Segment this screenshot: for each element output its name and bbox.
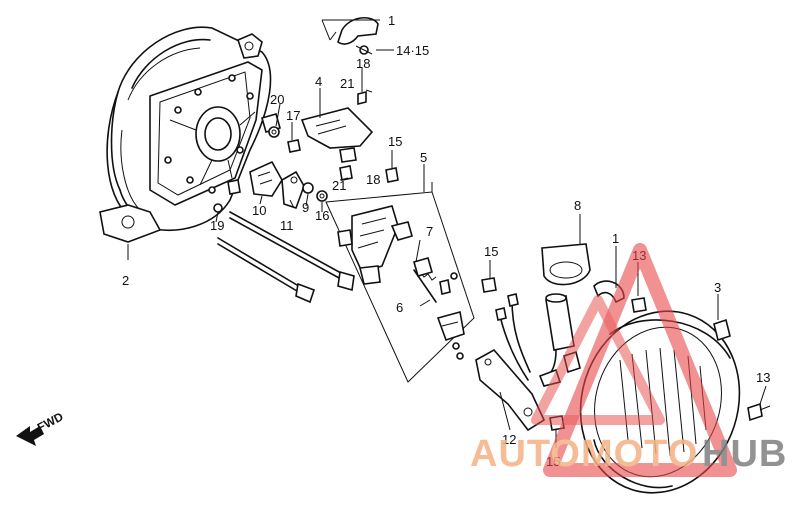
callout-2: 2 — [122, 273, 129, 288]
fwd-arrow-icon: FWD — [16, 409, 66, 446]
screw-15-right — [481, 277, 497, 293]
callout-1-top: 1 — [388, 13, 395, 28]
generator-housing — [99, 26, 281, 243]
watermark-text-a: AUTOMOTO — [470, 433, 698, 475]
screw-13-lower — [747, 402, 771, 422]
callout-14-15: 14·15 — [396, 43, 429, 58]
leader-lines — [127, 19, 767, 448]
callout-1-right: 1 — [612, 231, 619, 246]
callout-18-top: 18 — [356, 56, 370, 71]
screw-15-mid — [385, 150, 399, 183]
washers-9-16 — [302, 182, 328, 202]
washers-20-17 — [268, 126, 301, 153]
bracket-4 — [300, 107, 374, 163]
callout-19: 19 — [210, 218, 224, 233]
screw-13-upper — [631, 297, 647, 313]
callout-11: 11 — [280, 218, 294, 233]
callout-10: 10 — [252, 203, 266, 218]
callout-16: 16 — [315, 208, 329, 223]
callout-15-right: 15 — [484, 244, 498, 259]
callout-21-lower: 21 — [332, 178, 346, 193]
callout-13-lower: 13 — [756, 370, 770, 385]
clamp-1-top — [329, 17, 379, 45]
callout-18-lower: 18 — [366, 172, 380, 187]
callout-12: 12 — [502, 432, 516, 447]
screw-21-top — [357, 76, 367, 106]
triangle-logo-icon — [531, 243, 737, 477]
screw-14-15 — [355, 45, 373, 55]
callout-4: 4 — [315, 74, 322, 89]
callout-5: 5 — [420, 150, 427, 165]
watermark-text-b: HUB — [702, 433, 787, 475]
screw-21-lower — [339, 165, 353, 181]
watermark-logo: AUTOMOTO HUB — [470, 243, 787, 477]
fwd-label: FWD — [35, 409, 66, 434]
callout-7: 7 — [426, 224, 433, 239]
callout-15-mid: 15 — [388, 134, 402, 149]
terminal-10-11 — [249, 160, 305, 210]
callout-3: 3 — [714, 280, 721, 295]
callout-17: 17 — [286, 108, 300, 123]
through-bolts — [213, 203, 355, 304]
callout-21-top: 21 — [340, 76, 354, 91]
brush-holder-assembly — [325, 182, 475, 383]
callout-8: 8 — [574, 198, 581, 213]
callout-9: 9 — [302, 200, 309, 215]
clamp-8 — [541, 243, 591, 286]
callout-6: 6 — [396, 300, 403, 315]
callout-20: 20 — [270, 92, 284, 107]
